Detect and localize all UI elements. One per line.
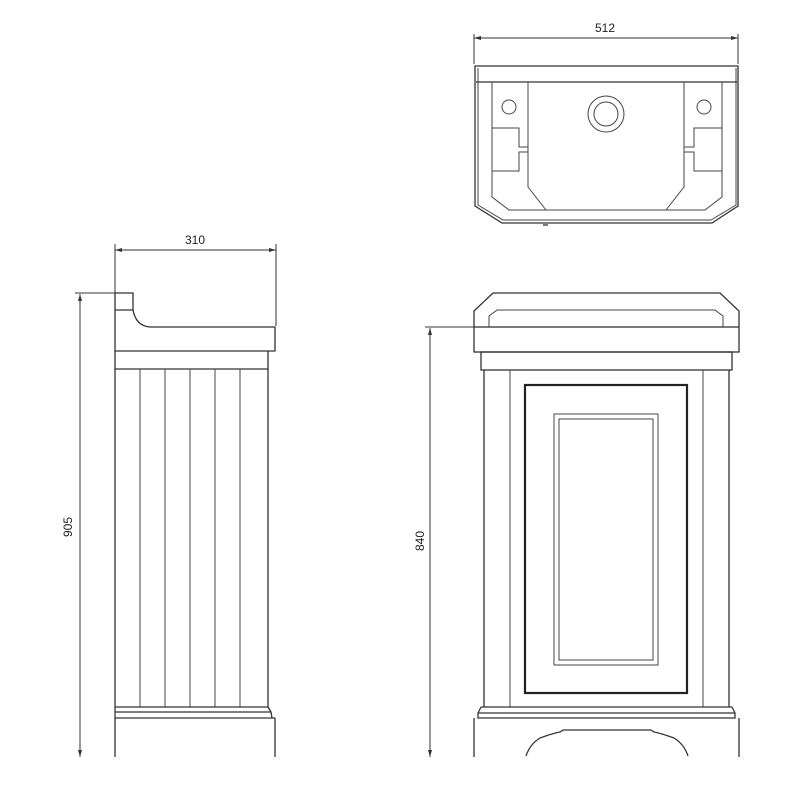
side-panel-grooves [139, 369, 241, 707]
door-panel-inner [558, 418, 654, 661]
tap-hole-left [501, 99, 517, 115]
tap-hole-right [696, 99, 712, 115]
top-view [473, 34, 739, 226]
dimension-line-310 [114, 244, 277, 326]
plinth-cutout [525, 729, 689, 757]
dimension-label-310: 310 [185, 233, 206, 247]
dimension-line-512 [473, 34, 739, 64]
dimension-label-905: 905 [61, 516, 76, 538]
front-view [425, 292, 740, 757]
dimension-line-840 [425, 326, 474, 757]
basin-outline [474, 65, 739, 224]
door-panel-outer [553, 413, 659, 666]
dimension-label-840: 840 [413, 530, 428, 552]
side-view [75, 244, 277, 757]
cabinet-door [523, 383, 689, 695]
dimension-line-905 [75, 292, 115, 757]
waste-outlet [587, 95, 625, 133]
dimension-label-512: 512 [595, 21, 616, 35]
